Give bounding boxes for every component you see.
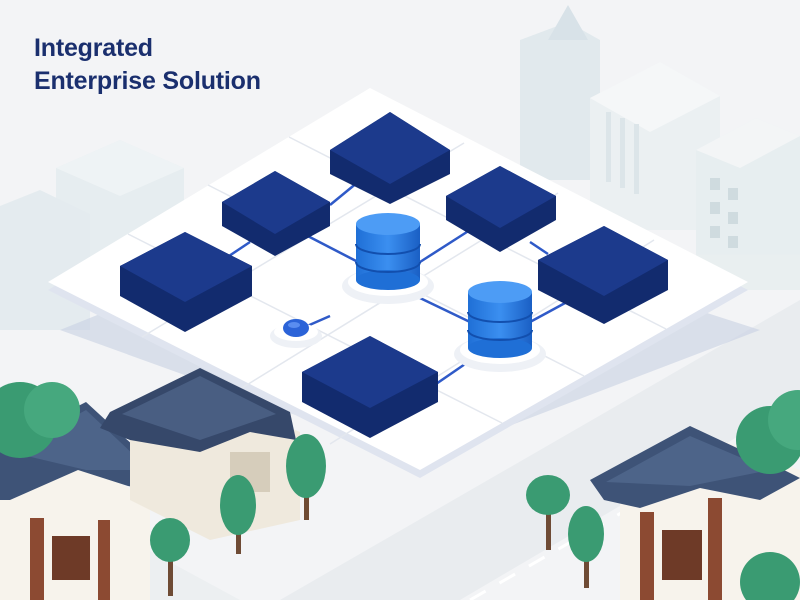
background-tower-spire [520, 5, 600, 180]
tree [150, 518, 190, 596]
hub-node-icon [270, 319, 322, 348]
tree-cluster-right [736, 390, 800, 600]
connector-line [529, 240, 549, 256]
background-tower-right [696, 118, 800, 290]
headline-line-1: Integrated [34, 34, 153, 62]
connector-line [419, 296, 471, 324]
connector-line [329, 181, 359, 206]
database-icon [454, 281, 546, 372]
tree [526, 475, 570, 550]
server-block-upper-right [446, 166, 556, 252]
headline-line-2: Enterprise Solution [34, 67, 261, 95]
tree [286, 434, 326, 520]
server-block-bottom [302, 336, 438, 438]
headline: Integrated Enterprise Solution [34, 32, 261, 98]
connector-line [435, 360, 469, 386]
tree [568, 506, 604, 588]
server-block-left [120, 232, 252, 332]
database-icon [342, 213, 434, 304]
tree [220, 475, 256, 554]
server-block-top [330, 112, 450, 204]
server-block-upper-left [222, 171, 330, 256]
connector-line [419, 228, 471, 264]
server-block-right [538, 226, 668, 324]
tree-cluster-left [0, 382, 80, 458]
traditional-house-center [100, 368, 300, 540]
background-tower-far-left [0, 190, 90, 330]
background-tower-center [590, 62, 720, 230]
connector-lines [219, 181, 579, 386]
